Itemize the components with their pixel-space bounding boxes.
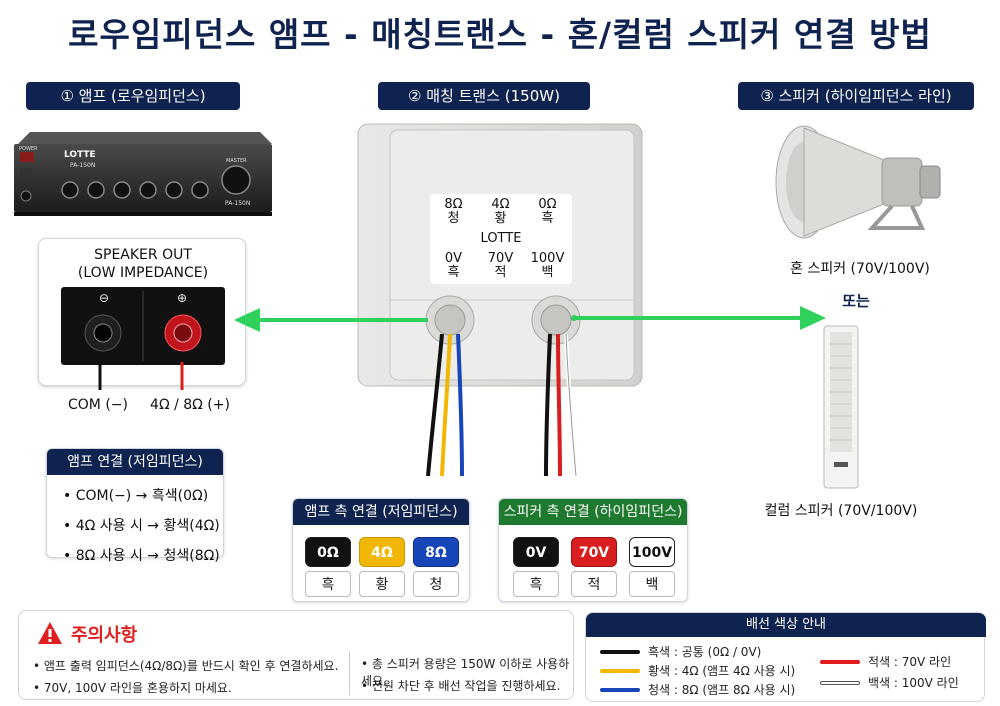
- amp-model-text-right: PA-150N: [225, 200, 251, 207]
- legend-swatch-yellow: [600, 669, 640, 673]
- warning-icon: [38, 622, 62, 644]
- horn-speaker-image: [775, 125, 941, 239]
- chip-70v: 70V 적: [571, 537, 617, 597]
- terminal-block: ⊖ ⊕: [61, 287, 225, 365]
- speaker-side-title: 스피커 측 연결 (하이임피던스): [499, 499, 687, 525]
- caution-divider: [349, 651, 350, 695]
- amp-connect-item: • 4Ω 사용 시 → 황색(4Ω): [63, 518, 220, 534]
- legend-item: 청색 : 8Ω (앰프 8Ω 사용 시): [648, 683, 796, 697]
- legend-swatch-black: [600, 650, 640, 654]
- caution-note: • 총 스피커 용량은 150W 이하로 사용하세요.: [361, 657, 570, 688]
- column-speaker-image: [823, 325, 859, 489]
- amp-connect-item: • COM(−) → 흑색(0Ω): [63, 488, 209, 504]
- amp-master-text: MASTER: [226, 158, 247, 164]
- amp-connect-card: 앰프 연결 (저임피던스) • COM(−) → 흑색(0Ω) • 4Ω 사용 …: [46, 448, 224, 564]
- amp-brand-text: LOTTE: [64, 150, 96, 160]
- amp-power-text: POWER: [19, 146, 38, 152]
- speaker-side-card: 스피커 측 연결 (하이임피던스) 0V 흑 70V 적 100V 백: [498, 498, 688, 602]
- legend-item: 황색 : 4Ω (앰프 4Ω 사용 시): [648, 664, 796, 678]
- legend-item: 흑색 : 공통 (0Ω / 0V): [648, 645, 762, 659]
- speaker-out-panel: SPEAKER OUT (LOW IMPEDANCE) ⊖ ⊕: [38, 238, 246, 386]
- caution-note: • 70V, 100V 라인을 혼용하지 마세요.: [33, 681, 232, 695]
- minus-symbol: ⊖: [99, 291, 110, 305]
- amp-model-text: PA-150N: [70, 162, 96, 169]
- chip-8ohm: 8Ω 청: [413, 537, 459, 597]
- transformer-brand: LOTTE: [480, 231, 522, 246]
- amp-side-card: 앰프 측 연결 (저임피던스) 0Ω 흑 4Ω 황 8Ω 청: [292, 498, 470, 602]
- plus-symbol: ⊕: [177, 291, 188, 305]
- legend-swatch-blue: [600, 688, 640, 692]
- amp-connect-title: 앰프 연결 (저임피던스): [47, 449, 223, 475]
- legend-item: 적색 : 70V 라인: [868, 655, 952, 669]
- chip-0v: 0V 흑: [513, 537, 559, 597]
- legend-swatch-red: [820, 660, 860, 664]
- legend-swatch-white: [820, 681, 860, 685]
- wire-color-legend: 배선 색상 안내 흑색 : 공통 (0Ω / 0V) 황색 : 4Ω (앰프 4…: [585, 612, 986, 702]
- legend-item: 백색 : 100V 라인: [868, 676, 959, 690]
- amp-side-title: 앰프 측 연결 (저임피던스): [293, 499, 469, 525]
- terminal-wires: [98, 362, 184, 390]
- section-speaker-label: ③ 스피커 (하이임피던스 라인): [738, 82, 974, 110]
- caution-note: • 전원 차단 후 배선 작업을 진행하세요.: [361, 679, 561, 693]
- com-label: COM (−): [68, 397, 128, 413]
- horn-speaker-label: 혼 스피커 (70V/100V): [790, 261, 930, 277]
- section-amp-label: ① 앰프 (로우임피던스): [26, 82, 240, 110]
- section-transformer-label: ② 매칭 트랜스 (150W): [378, 82, 590, 110]
- chip-100v: 100V 백: [629, 537, 675, 597]
- speaker-out-title: SPEAKER OUT: [94, 247, 192, 263]
- page-title: 로우임피던스 앰프 - 매칭트랜스 - 혼/컬럼 스피커 연결 방법: [68, 15, 932, 54]
- column-speaker-label: 컬럼 스피커 (70V/100V): [764, 503, 918, 519]
- connection-arrows: [234, 306, 826, 332]
- legend-title: 배선 색상 안내: [586, 613, 986, 637]
- caution-title: 주의사항: [71, 625, 138, 646]
- caution-panel: 주의사항 • 앰프 출력 임피던스(4Ω/8Ω)를 반드시 확인 후 연결하세요…: [18, 610, 574, 700]
- chip-4ohm: 4Ω 황: [359, 537, 405, 597]
- ohm-label: 4Ω / 8Ω (+): [150, 397, 230, 413]
- amp-connect-item: • 8Ω 사용 시 → 청색(8Ω): [63, 548, 220, 564]
- transformer-wires: [426, 333, 578, 477]
- amplifier-device: [10, 128, 274, 220]
- caution-note: • 앰프 출력 임피던스(4Ω/8Ω)를 반드시 확인 후 연결하세요.: [33, 659, 339, 673]
- chip-0ohm: 0Ω 흑: [305, 537, 351, 597]
- speaker-out-subtitle: (LOW IMPEDANCE): [77, 265, 209, 281]
- or-label: 또는: [842, 292, 870, 310]
